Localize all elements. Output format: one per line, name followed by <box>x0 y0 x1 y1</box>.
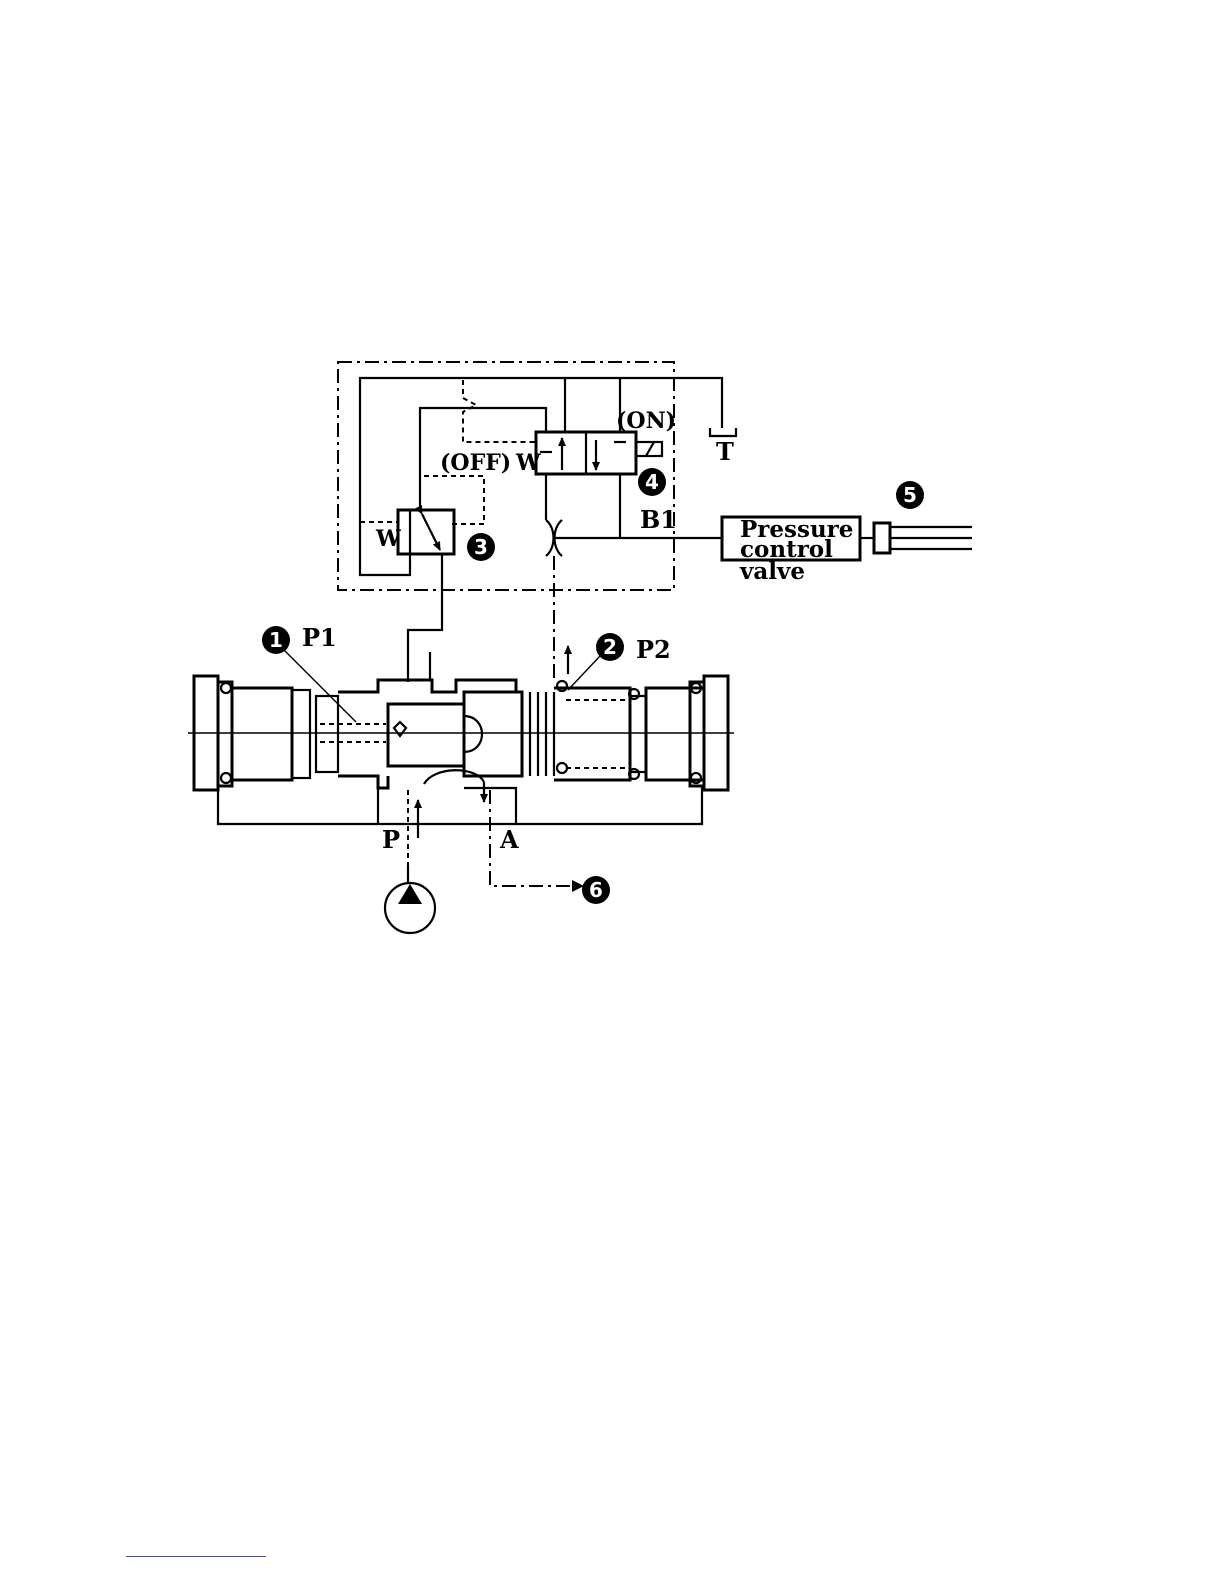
footer-rule <box>126 1556 266 1557</box>
p2-label: P2 <box>636 635 671 664</box>
svg-text:6: 6 <box>589 878 603 902</box>
svg-text:2: 2 <box>603 635 617 659</box>
valve-3-body <box>398 510 454 554</box>
p1-label: P1 <box>302 623 337 652</box>
main-valve-body <box>188 648 734 892</box>
callout-3: 3 <box>467 533 495 561</box>
cylinder-actuator <box>874 523 972 553</box>
callout-6: 6 <box>582 876 610 904</box>
callout-4: 4 <box>638 468 666 496</box>
pressure-control-valve: Pressure control valve <box>722 516 860 585</box>
pilot-line-valve3-right <box>420 476 484 524</box>
svg-text:5: 5 <box>903 483 917 507</box>
tank-symbol <box>710 428 736 436</box>
valve-4-solenoid-directional: (ON) (OFF) W <box>440 408 676 476</box>
b1-label: B1 <box>640 505 677 534</box>
svg-text:3: 3 <box>474 535 488 559</box>
pressure-control-valve-line-3: valve <box>739 558 805 585</box>
pilot-block-boundary <box>338 362 674 590</box>
tank-label: T <box>716 437 734 466</box>
svg-text:1: 1 <box>269 628 283 652</box>
valve-4-on-label: (ON) <box>616 408 676 434</box>
cylinder-head <box>874 523 890 553</box>
p-label: P <box>382 825 400 854</box>
valve-4-solenoid-slash <box>646 442 654 456</box>
pilot-line-to-main-p1 <box>408 554 442 682</box>
svg-text:4: 4 <box>645 470 659 494</box>
valve-3-flow-arrow <box>422 514 440 550</box>
pilot-line-top <box>463 380 536 442</box>
valve-3-spring: W <box>375 526 401 552</box>
callout-5: 5 <box>896 481 924 509</box>
valve-3-pressure-switch: W <box>375 510 454 554</box>
valve-4-off-label: (OFF) <box>440 450 511 476</box>
callout-1: 1 <box>262 626 290 654</box>
pilot-control-block: T W (ON) (OFF) W B <box>338 362 736 590</box>
pump-symbol <box>385 866 435 933</box>
valve-4-spring: W <box>515 450 541 476</box>
a-label: A <box>499 825 519 854</box>
p2-leader <box>568 656 600 690</box>
